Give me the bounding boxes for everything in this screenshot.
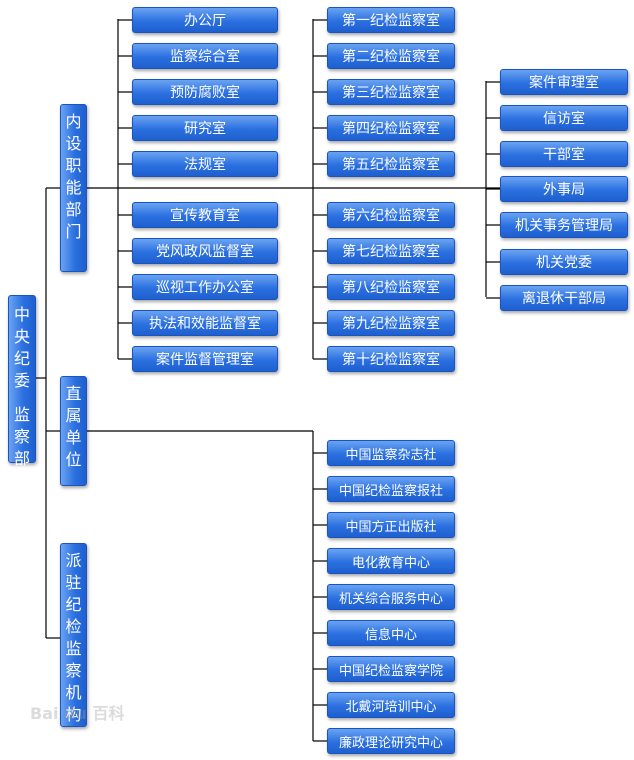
internal-office-5: 法规室 (132, 151, 278, 177)
discipline-office-4: 第四纪检监察室 (327, 115, 455, 141)
discipline-office-6: 第六纪检监察室 (327, 202, 455, 228)
discipline-office-2: 第二纪检监察室 (327, 43, 455, 69)
discipline-office-1: 第一纪检监察室 (327, 7, 455, 33)
internal-office-7: 党风政风监督室 (132, 238, 278, 264)
internal-office-4: 研究室 (132, 115, 278, 141)
direct-unit-7: 中国纪检监察学院 (327, 656, 455, 682)
direct-unit-4: 电化教育中心 (327, 548, 455, 574)
direct-unit-8: 北戴河培训中心 (327, 692, 455, 718)
internal-office-6: 宣传教育室 (132, 202, 278, 228)
discipline-office-5: 第五纪检监察室 (327, 151, 455, 177)
direct-unit-6: 信息中心 (327, 620, 455, 646)
direct-unit-3: 中国方正出版社 (327, 512, 455, 538)
root-label-line2: 监察部 (13, 405, 30, 468)
internal-office-8: 巡视工作办公室 (132, 274, 278, 300)
bureau-4: 外事局 (500, 176, 628, 202)
root-box: 中央纪委 监察部 (8, 295, 36, 468)
bureau-7: 离退休干部局 (500, 285, 628, 311)
bureau-2: 信访室 (500, 105, 628, 131)
discipline-office-9: 第九纪检监察室 (327, 310, 455, 336)
internal-office-9: 执法和效能监督室 (132, 310, 278, 336)
bureau-3: 干部室 (500, 141, 628, 167)
root-label-line1: 中央纪委 (13, 305, 30, 390)
internal-office-2: 监察综合室 (132, 43, 278, 69)
bureau-6: 机关党委 (500, 249, 628, 275)
direct-unit-9: 廉政理论研究中心 (327, 728, 455, 754)
discipline-office-3: 第三纪检监察室 (327, 79, 455, 105)
direct-unit-5: 机关综合服务中心 (327, 584, 455, 610)
discipline-office-7: 第七纪检监察室 (327, 238, 455, 264)
discipline-office-10: 第十纪检监察室 (327, 346, 455, 372)
direct-units-box: 直属单位 (60, 376, 87, 486)
bureau-1: 案件审理室 (500, 69, 628, 95)
internal-office-10: 案件监督管理室 (132, 346, 278, 372)
discipline-office-8: 第八纪检监察室 (327, 274, 455, 300)
bureau-5: 机关事务管理局 (500, 212, 628, 238)
internal-departments-box: 内设职能部门 (60, 104, 87, 272)
dispatched-agencies-box: 派驻纪检监察机构 (60, 543, 87, 727)
direct-unit-1: 中国监察杂志社 (327, 440, 455, 466)
baidu-watermark: Bai du 百科 (30, 704, 125, 723)
direct-unit-2: 中国纪检监察报社 (327, 476, 455, 502)
internal-office-1: 办公厅 (132, 7, 278, 33)
internal-office-3: 预防腐败室 (132, 79, 278, 105)
